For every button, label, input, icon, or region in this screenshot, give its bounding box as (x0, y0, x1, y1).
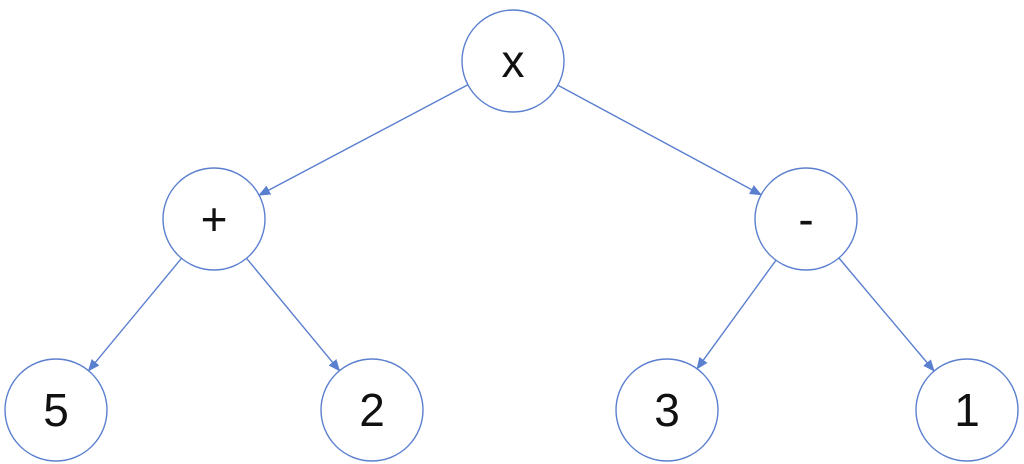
node-plus: + (162, 167, 266, 271)
edge-root-minus (557, 84, 762, 196)
node-root: x (461, 9, 565, 113)
node-root-label: x (502, 35, 525, 87)
node-five-label: 5 (43, 384, 69, 436)
node-one-circle (915, 358, 1019, 462)
node-minus-label: - (798, 193, 813, 245)
node-minus-circle (754, 167, 858, 271)
node-two-label: 2 (359, 384, 385, 436)
node-two: 2 (320, 358, 424, 462)
edge-minus-three (696, 259, 777, 370)
edges-layer (87, 84, 935, 372)
node-five: 5 (4, 358, 108, 462)
node-two-circle (320, 358, 424, 462)
edge-plus-five (87, 257, 183, 372)
node-root-circle (461, 9, 565, 113)
nodes-layer: x + - 5 2 3 1 (4, 9, 1019, 462)
node-plus-label: + (201, 193, 228, 245)
edge-plus-two (245, 257, 341, 372)
edge-root-plus (258, 84, 469, 196)
node-three-circle (615, 358, 719, 462)
node-three-label: 3 (654, 384, 680, 436)
node-plus-circle (162, 167, 266, 271)
edge-minus-one (838, 257, 935, 372)
node-five-circle (4, 358, 108, 462)
node-minus: - (754, 167, 858, 271)
node-one-label: 1 (954, 384, 980, 436)
node-one: 1 (915, 358, 1019, 462)
node-three: 3 (615, 358, 719, 462)
